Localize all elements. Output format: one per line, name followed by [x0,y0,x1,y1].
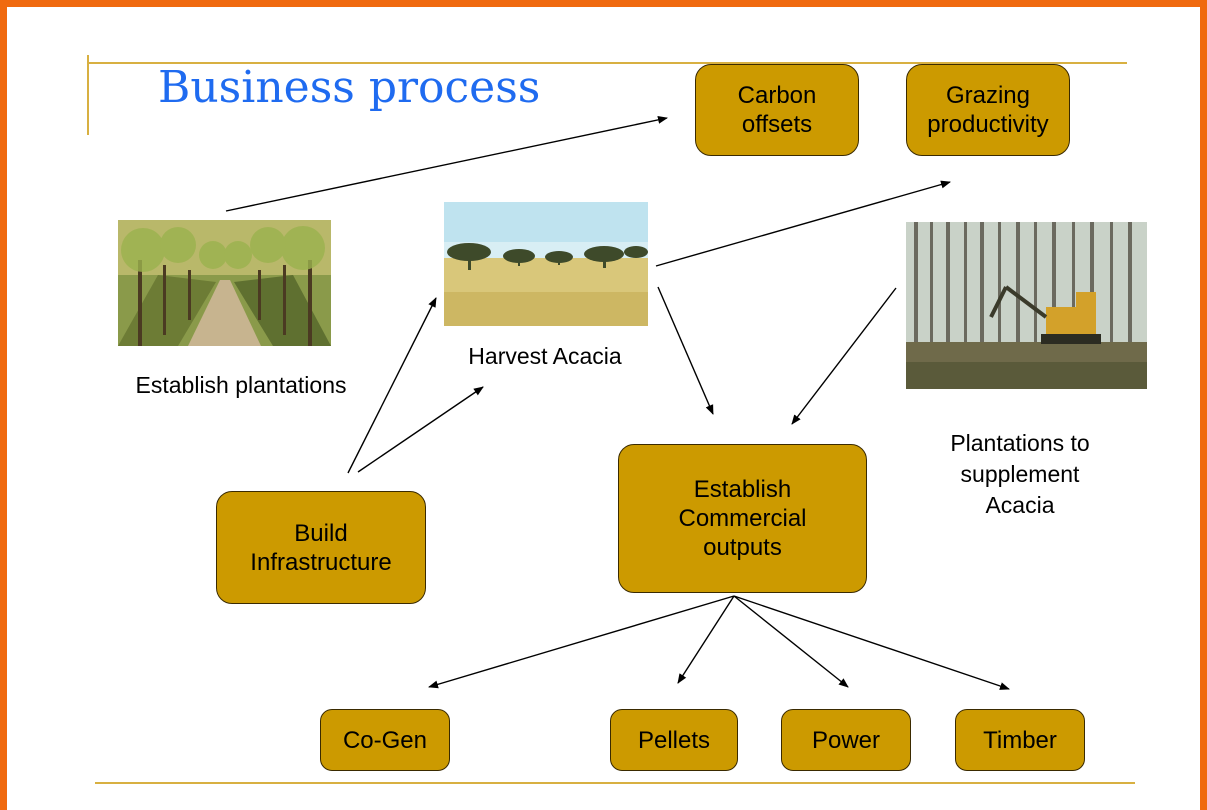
bottom-rule [95,782,1135,784]
arrow-infrastructure-to-acacia-1 [347,297,437,474]
arrow-forest-to-commercial [791,287,897,425]
arrow-commercial-to-timber [733,595,1010,690]
grazing-productivity-box: Grazing productivity [906,64,1070,156]
co-gen-box: Co-Gen [320,709,450,771]
harvester-forest-photo [906,222,1147,389]
carbon-offsets-box: Carbon offsets [695,64,859,156]
plantation-rows-photo [118,220,331,346]
arrow-infrastructure-to-acacia-2 [357,386,484,473]
power-box: Power [781,709,911,771]
arrow-commercial-to-cogen [428,595,735,689]
arrow-commercial-to-pellets [677,595,735,684]
harvest-acacia-label: Harvest Acacia [468,343,622,369]
timber-box: Timber [955,709,1085,771]
build-infrastructure-box: Build Infrastructure [216,491,426,604]
slide-title: Business process [158,62,541,113]
arrow-acacia-to-commercial [657,286,714,415]
establish-plantations-label: Establish plantations [135,372,347,398]
acacia-savanna-photo [444,202,648,326]
title-vertical-rule [87,55,89,135]
commercial-outputs-box: Establish Commercial outputs [618,444,867,593]
arrow-acacia-to-grazing [655,180,951,267]
arrow-commercial-to-power [733,595,849,688]
arrow-plantations-to-carbon [225,115,668,212]
pellets-box: Pellets [610,709,738,771]
title-horizontal-rule [87,62,1127,64]
plantations-supplement-label: Plantations to supplement Acacia [950,430,1090,518]
